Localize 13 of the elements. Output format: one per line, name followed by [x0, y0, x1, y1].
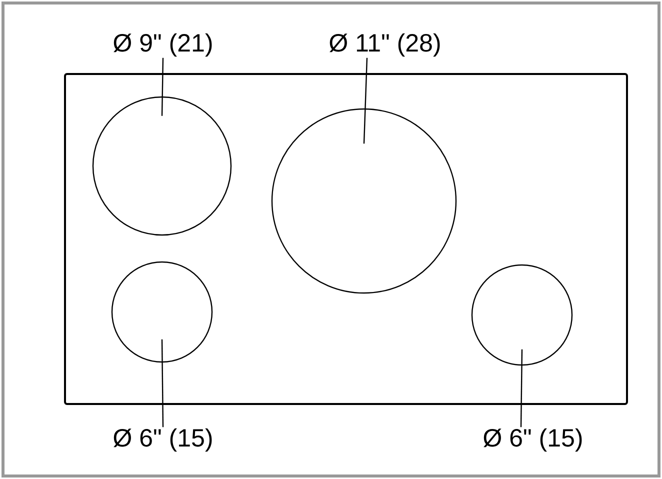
- size-label: Ø 6" (15): [114, 428, 212, 452]
- burner-circle: [92, 96, 232, 236]
- size-label: Ø 11" (28): [330, 33, 440, 57]
- leader-line: [161, 339, 164, 428]
- leader-line: [363, 58, 368, 144]
- leader-line: [520, 349, 523, 428]
- cooktop-outline: [64, 73, 628, 405]
- burner-circle: [111, 261, 213, 363]
- burner-circle: [271, 108, 457, 294]
- leader-line: [161, 58, 164, 116]
- size-label: Ø 6" (15): [484, 428, 582, 452]
- burner-circle: [471, 264, 573, 366]
- size-label: Ø 9" (21): [114, 33, 212, 57]
